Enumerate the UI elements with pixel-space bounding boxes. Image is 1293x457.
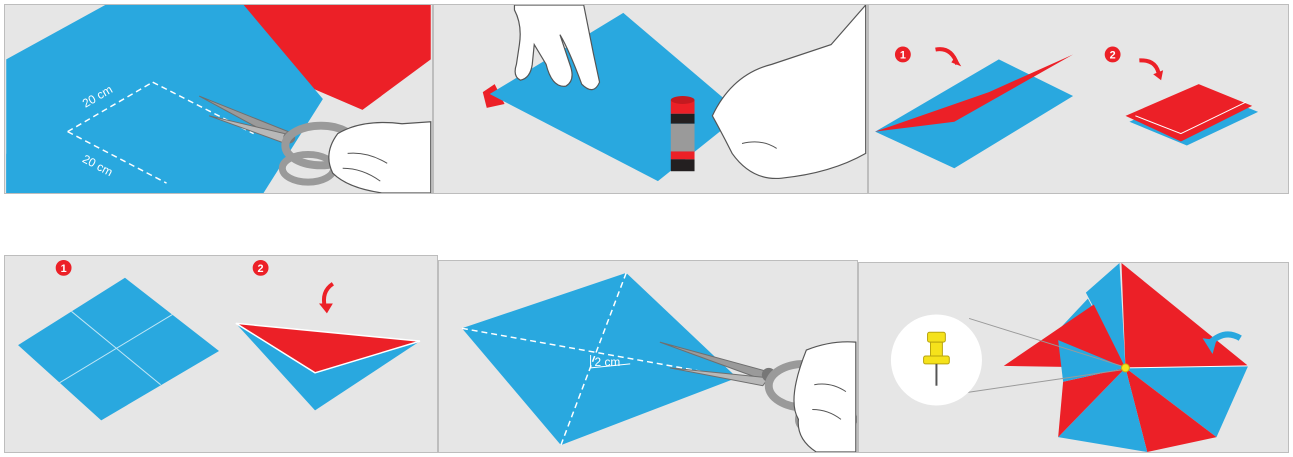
red-folded-paper — [1126, 84, 1253, 141]
step-5-cut-diagonals-panel: 2 cm — [438, 260, 858, 453]
svg-text:1: 1 — [900, 49, 906, 61]
glue-stick-icon — [671, 96, 695, 171]
svg-text:1: 1 — [61, 263, 67, 275]
push-pin-icon — [891, 314, 982, 405]
hand-icon — [329, 122, 431, 193]
fold-marker-2: 2 — [253, 260, 269, 276]
step-1-cut-paper-panel: 20 cm 20 cm — [4, 4, 433, 194]
step-3-fold-panel: 1 2 — [868, 4, 1289, 194]
fold-marker-1: 1 — [895, 47, 911, 63]
hand-icon — [712, 5, 865, 178]
hand-icon — [794, 342, 856, 452]
blue-paper — [875, 59, 1073, 168]
step-6-assemble-pinwheel-panel — [858, 262, 1289, 453]
step-4-unfold-panel: 1 2 — [4, 255, 438, 453]
cut-length-label: 2 cm — [595, 355, 621, 369]
step-2-glue-panel — [433, 4, 868, 194]
pinwheel-icon — [1004, 263, 1248, 452]
fold-marker-1: 1 — [56, 260, 72, 276]
hand-icon — [514, 5, 599, 90]
blue-square-paper — [18, 278, 219, 421]
svg-text:2: 2 — [1110, 49, 1116, 61]
svg-text:2: 2 — [258, 263, 264, 275]
fold-marker-2: 2 — [1105, 47, 1121, 63]
